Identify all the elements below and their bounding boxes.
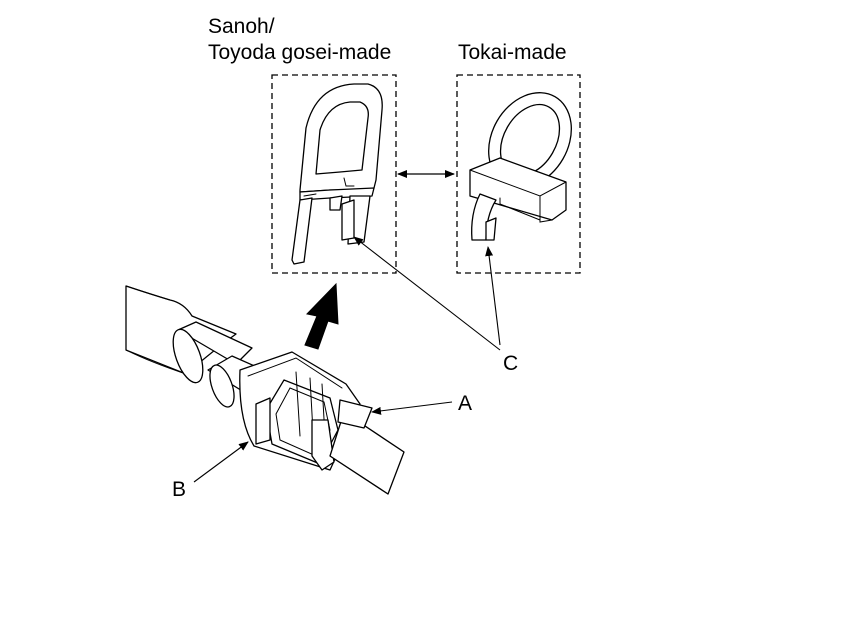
tokai-clip bbox=[469, 92, 572, 241]
leader-c-tokai bbox=[485, 246, 501, 346]
hose-assembly bbox=[125, 285, 405, 495]
label-b: B bbox=[172, 478, 186, 501]
tokai-label: Tokai-made bbox=[458, 41, 567, 64]
sanoh-clip-frame bbox=[271, 74, 397, 274]
sanoh-label-line1: Sanoh/ bbox=[208, 15, 275, 38]
label-c: C bbox=[503, 352, 518, 375]
sanoh-clip bbox=[291, 83, 383, 265]
pull-direction-arrow bbox=[304, 282, 339, 350]
sanoh-label-line2: Toyoda gosei-made bbox=[208, 41, 391, 64]
leader-a bbox=[371, 401, 453, 415]
label-a: A bbox=[458, 392, 472, 415]
leader-c-sanoh bbox=[353, 236, 501, 351]
leader-b bbox=[193, 441, 249, 483]
tokai-clip-frame bbox=[456, 74, 581, 274]
